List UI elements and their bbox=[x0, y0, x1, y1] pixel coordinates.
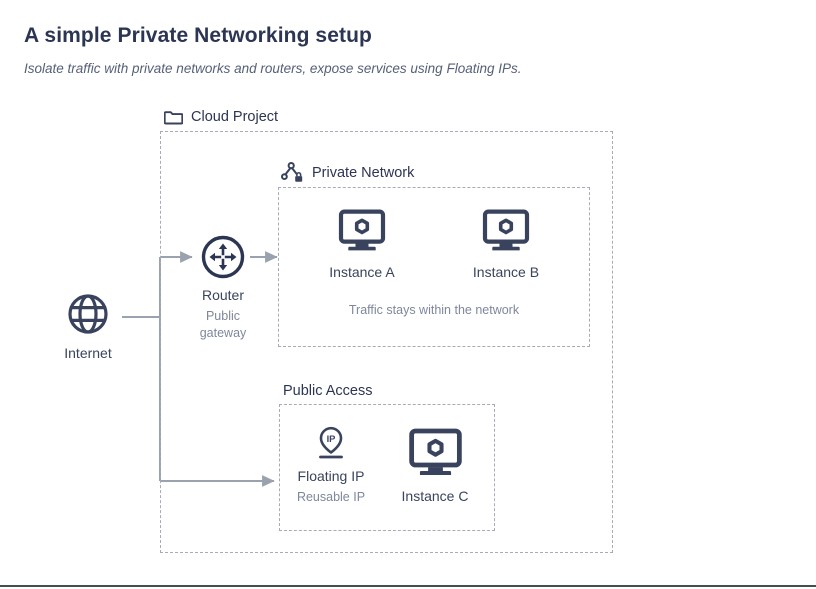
folder-icon bbox=[164, 109, 183, 125]
private-network-text: Private Network bbox=[312, 165, 415, 181]
svg-text:IP: IP bbox=[327, 433, 336, 444]
instance-icon bbox=[338, 209, 386, 253]
private-network-label: Private Network bbox=[281, 162, 414, 184]
node-instance-c[interactable]: Instance C bbox=[399, 428, 471, 504]
node-router[interactable]: Router Public gateway bbox=[187, 234, 259, 342]
floating-ip-sublabel: Reusable IP bbox=[296, 490, 366, 504]
router-icon bbox=[200, 234, 246, 280]
floating-ip-icon: IP bbox=[314, 425, 348, 461]
public-access-boundary bbox=[279, 404, 495, 531]
private-network-boundary bbox=[278, 187, 590, 347]
floating-ip-label: Floating IP bbox=[297, 468, 365, 484]
router-label: Router bbox=[201, 287, 245, 303]
private-network-note: Traffic stays within the network bbox=[348, 303, 520, 317]
page-subtitle: Isolate traffic with private networks an… bbox=[24, 61, 522, 76]
cloud-project-text: Cloud Project bbox=[191, 109, 279, 125]
node-floating-ip[interactable]: IP Floating IP Reusable IP bbox=[295, 425, 367, 506]
cloud-project-label: Cloud Project bbox=[164, 109, 278, 125]
instance-icon bbox=[482, 209, 530, 253]
node-instance-a[interactable]: Instance A bbox=[326, 209, 398, 280]
node-internet[interactable]: Internet bbox=[52, 292, 124, 361]
internet-label: Internet bbox=[64, 345, 112, 361]
page-title: A simple Private Networking setup bbox=[24, 24, 372, 47]
instance-icon bbox=[408, 428, 463, 478]
public-access-label: Public Access bbox=[283, 383, 373, 399]
instance-c-label: Instance C bbox=[401, 488, 469, 504]
private-network-icon bbox=[281, 162, 303, 184]
instance-a-label: Instance A bbox=[329, 264, 395, 280]
node-instance-b[interactable]: Instance B bbox=[470, 209, 542, 280]
globe-icon bbox=[66, 292, 110, 336]
instance-b-label: Instance B bbox=[472, 264, 540, 280]
router-sublabel: Public gateway bbox=[199, 309, 247, 340]
cloud-project-boundary bbox=[160, 131, 613, 553]
bottom-divider bbox=[0, 585, 816, 587]
